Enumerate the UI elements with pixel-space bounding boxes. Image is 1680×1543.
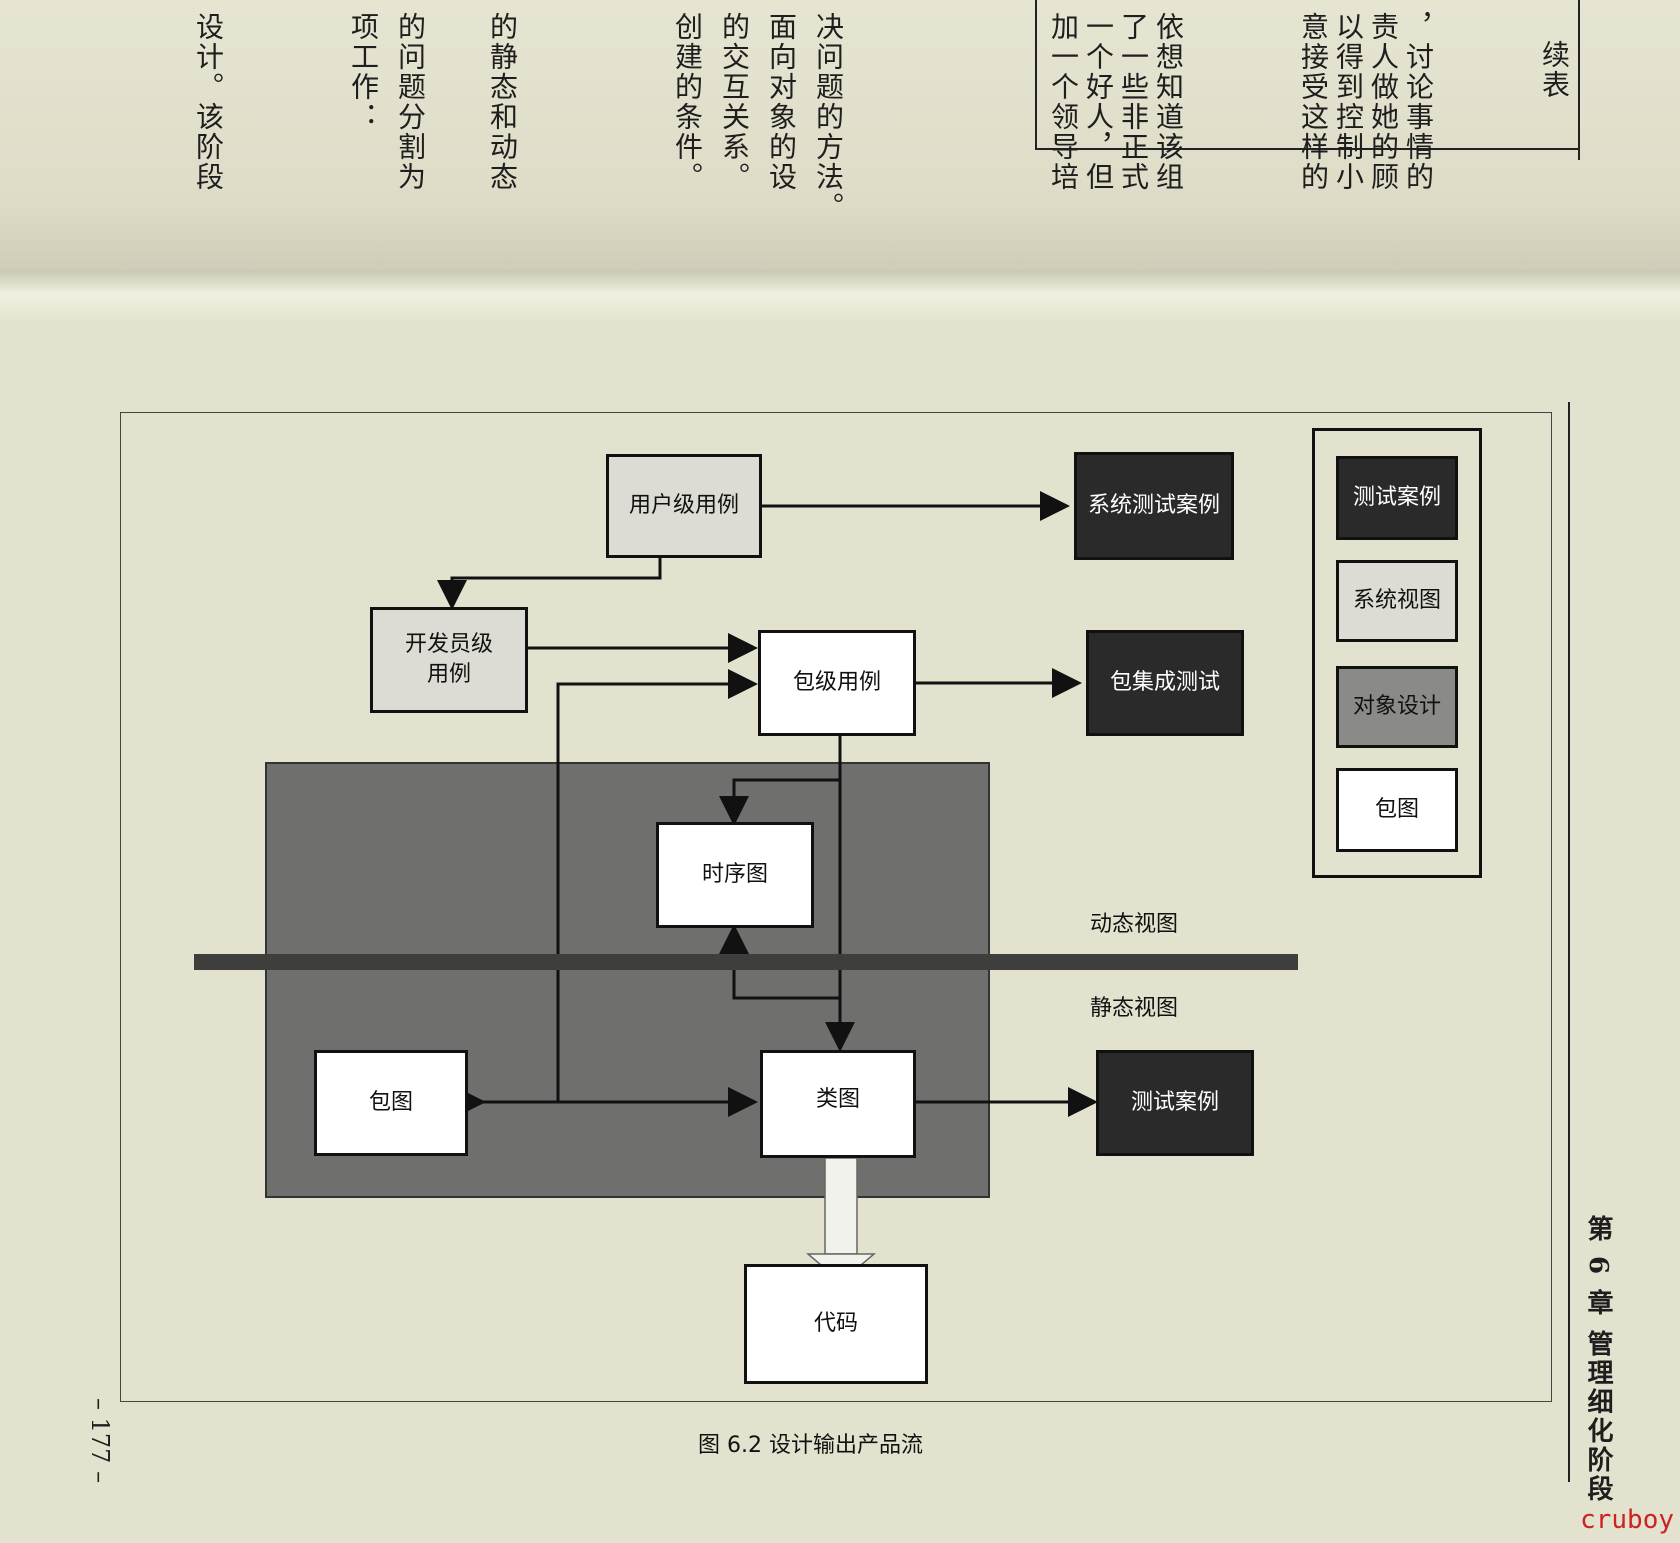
dynamic-view-label: 动态视图	[1090, 912, 1179, 937]
legend-object-design: 对象设计	[1336, 666, 1458, 748]
text-col: 的静态和动态	[486, 12, 519, 192]
arrow-pkg-to-sequence	[719, 778, 840, 826]
table-col: 依想知道该组	[1152, 12, 1185, 192]
legend-system-view: 系统视图	[1336, 560, 1458, 642]
watermark: cruboy	[1580, 1505, 1674, 1535]
text-col: 项工作：	[347, 12, 380, 132]
dev-usecase-box: 开发员级用例	[370, 607, 528, 713]
chapter-header: 第 6 章 管理细化阶段	[1583, 1215, 1613, 1505]
dev-usecase-label: 开发员级用例	[404, 632, 493, 687]
table-rule-left	[1035, 0, 1037, 150]
table-col: 续表	[1538, 40, 1571, 100]
table-col: 加一个领导培	[1047, 12, 1080, 192]
legend-package-diagram: 包图	[1336, 768, 1458, 852]
user-usecase-box: 用户级用例	[606, 454, 762, 558]
text-col: 的交互关系。	[718, 12, 751, 192]
table-rule-right	[1578, 0, 1580, 160]
legend	[1312, 428, 1482, 878]
text-col: 设计。该阶段	[192, 12, 225, 192]
text-col: 面向对象的设	[765, 12, 798, 192]
header-rule	[1568, 402, 1570, 1482]
text-col: 的问题分割为	[394, 12, 427, 192]
pkg-test-box: 包集成测试	[1086, 630, 1244, 736]
figure-caption: 图 6.2 设计输出产品流	[698, 1433, 923, 1458]
table-rule-bottom	[1035, 148, 1580, 150]
top-page	[0, 0, 1680, 290]
package-diagram-box: 包图	[314, 1050, 468, 1156]
table-col: 意接受这样的	[1297, 12, 1330, 192]
table-col: ，讨论事情的	[1402, 12, 1435, 192]
table-col: 以得到控制小	[1332, 12, 1365, 192]
sequence-diagram-box: 时序图	[656, 822, 814, 928]
pkg-usecase-box: 包级用例	[758, 630, 916, 736]
figure-frame	[120, 412, 1552, 1402]
table-col: 了一些非正式	[1117, 12, 1150, 192]
system-test-box: 系统测试案例	[1074, 452, 1234, 560]
arrow-class-to-sequence	[719, 924, 840, 1000]
code-box: 代码	[744, 1264, 928, 1384]
page-number: – 177 –	[86, 1398, 114, 1484]
text-col: 创建的条件。	[671, 12, 704, 192]
arrow-user-to-dev	[437, 556, 662, 610]
legend-test-case: 测试案例	[1336, 456, 1458, 540]
class-diagram-box: 类图	[760, 1050, 916, 1158]
view-divider-band	[194, 954, 1298, 970]
test-case-box: 测试案例	[1096, 1050, 1254, 1156]
table-col: 一个好人，但	[1082, 12, 1115, 192]
table-col: 责人做她的顾	[1367, 12, 1400, 192]
static-view-label: 静态视图	[1090, 996, 1179, 1021]
text-col: 决问题的方法。	[812, 12, 845, 222]
